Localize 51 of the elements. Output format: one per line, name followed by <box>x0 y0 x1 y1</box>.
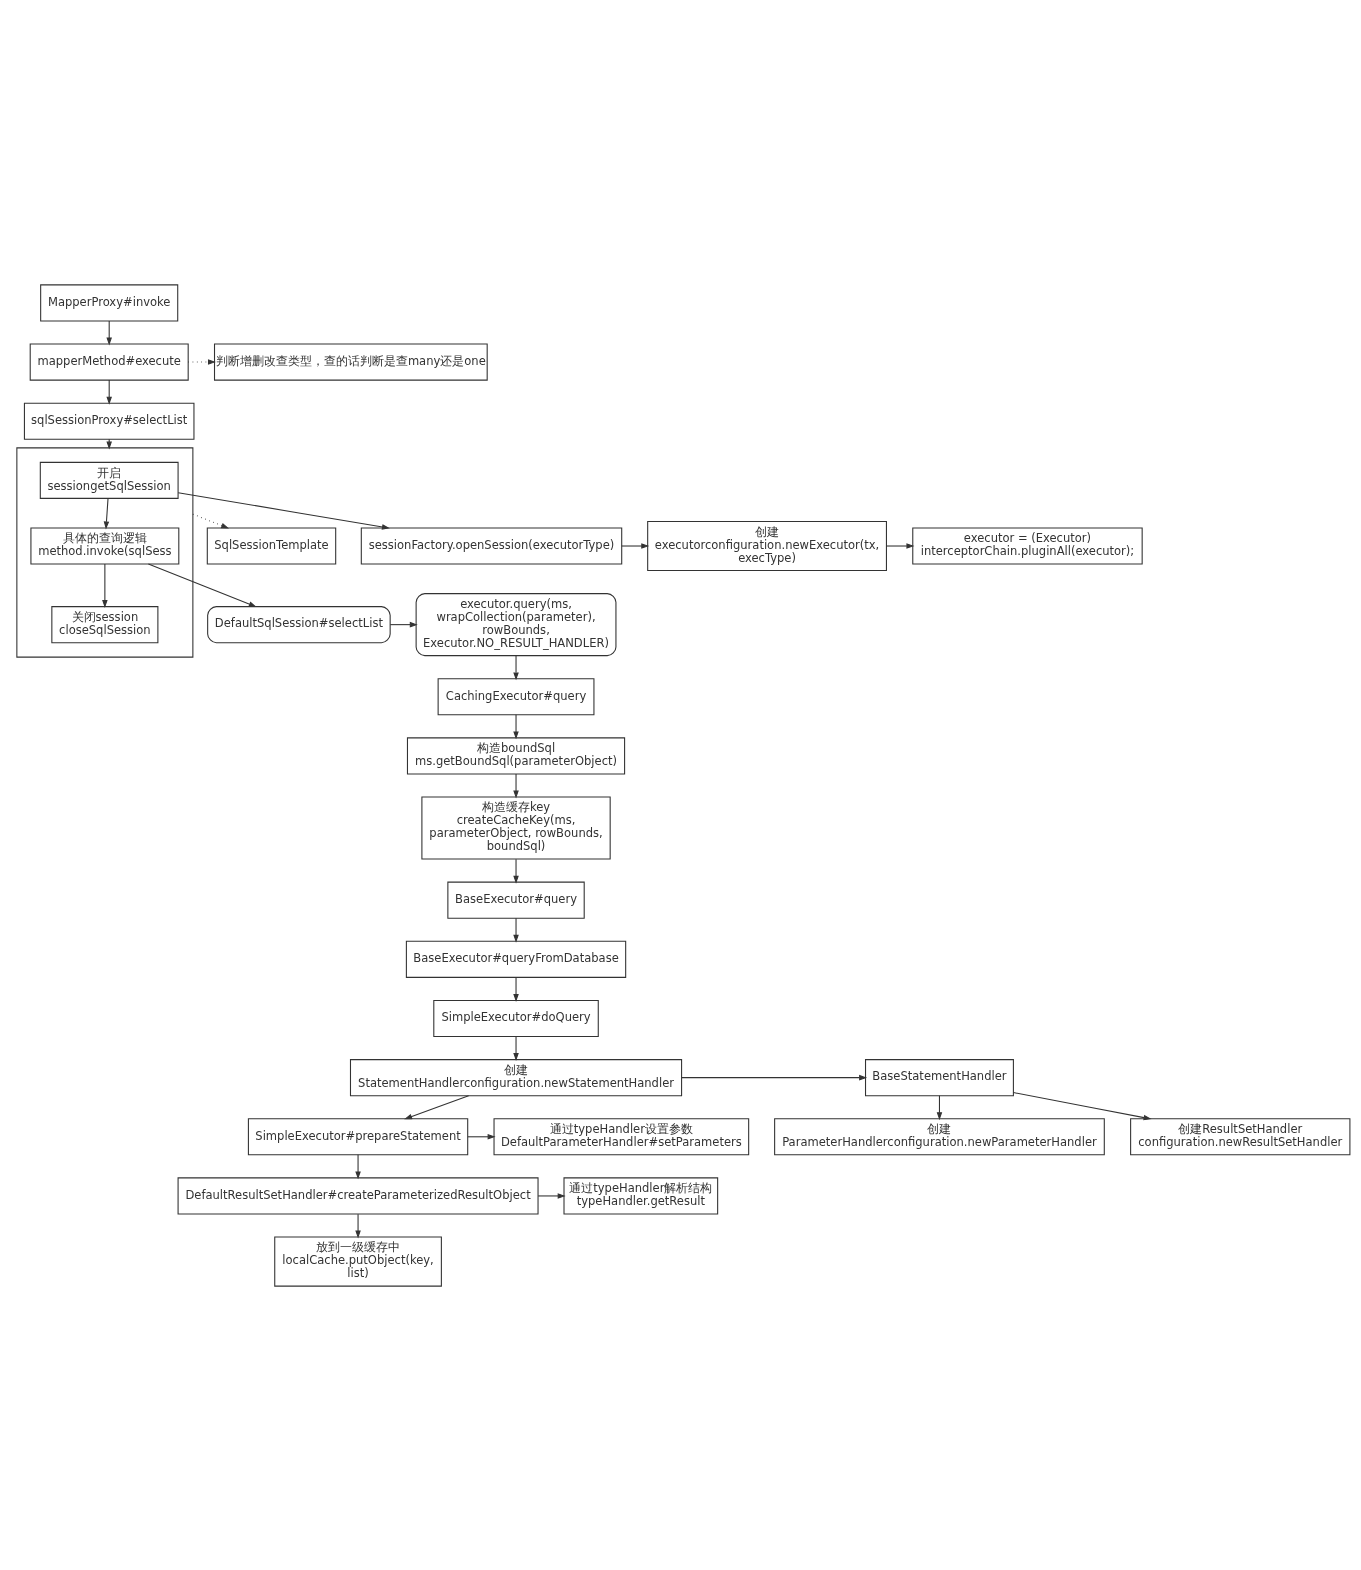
arrow <box>513 917 519 943</box>
node-box: DefaultResultSetHandler#createParameterizedResultObject <box>177 1176 539 1214</box>
arrow <box>513 713 519 739</box>
arrow <box>681 1074 868 1080</box>
node-box: sessionFactory.openSession(executorType) <box>360 526 623 565</box>
arrow <box>102 563 108 608</box>
arrow <box>103 497 110 529</box>
node-box: 创建 ParameterHandlerconfiguration.newParameterHandler <box>774 1117 1105 1155</box>
arrow <box>187 358 216 365</box>
arrow <box>886 542 915 549</box>
node-box: BaseExecutor#queryFromDatabase <box>405 940 627 978</box>
arrow <box>355 1213 361 1238</box>
node-box: 通过typeHandler解析结构 typeHandler.getResult <box>563 1176 719 1214</box>
node-box: 关闭session closeSqlSession <box>51 605 159 643</box>
arrow <box>177 491 390 530</box>
node-box: 放到一级缓存中 localCache.putObject(key, list) <box>274 1236 442 1287</box>
node-box: 创建 StatementHandlerconfiguration.newStatementHandler <box>349 1058 683 1096</box>
node-box: SimpleExecutor#doQuery <box>433 999 599 1037</box>
node-box: 开启 sessiongetSqlSession <box>39 461 179 499</box>
node-box: 创建 executorconfiguration.newExecutor(tx, execType) <box>647 520 887 571</box>
node-box: executor = (Executor) interceptorChain.pluginAll(executor); <box>912 526 1143 565</box>
node-box: 通过typeHandler设置参数 DefaultParameterHandler#setParameters <box>493 1117 750 1155</box>
node-box: DefaultSqlSession#selectList <box>207 605 391 643</box>
node-box: 具体的查询逻辑 method.invoke(sqlSess <box>30 526 180 565</box>
arrow <box>513 773 519 798</box>
node-box: MapperProxy#invoke <box>40 283 179 321</box>
node-box: 判断增删改查类型，查的话判断是查many还是one <box>213 343 488 381</box>
node-box: SqlSessionTemplate <box>206 526 337 565</box>
arrow <box>106 379 112 405</box>
arrow <box>513 858 519 884</box>
node-box: mapperMethod#execute <box>29 343 189 381</box>
arrow <box>355 1153 361 1179</box>
node-box: BaseStatementHandler <box>865 1058 1014 1096</box>
arrow <box>467 1133 496 1140</box>
node-box: 构造缓存key createCacheKey(ms, parameterObject, rowBounds, boundSql) <box>421 796 611 860</box>
arrow <box>513 654 519 680</box>
arrow <box>513 1035 519 1061</box>
node-box: CachingExecutor#query <box>437 677 595 715</box>
node-box: 创建ResultSetHandler configuration.newResultSetHandler <box>1130 1117 1351 1155</box>
node-box: 构造boundSql ms.getBoundSql(parameterObject) <box>406 736 626 774</box>
arrow <box>147 563 257 607</box>
cluster <box>16 446 194 658</box>
node-box: executor.query(ms, wrapCollection(parameter), rowBounds, Executor.NO_RESULT_HANDLER) <box>415 592 617 656</box>
arrow <box>389 621 418 627</box>
node-box: SimpleExecutor#prepareStatement <box>247 1117 469 1155</box>
arrow <box>621 542 650 549</box>
arrow <box>1012 1091 1152 1120</box>
arrow <box>537 1192 566 1199</box>
node-box: BaseExecutor#query <box>447 881 585 919</box>
arrow <box>192 513 230 528</box>
arrow <box>513 976 519 1002</box>
